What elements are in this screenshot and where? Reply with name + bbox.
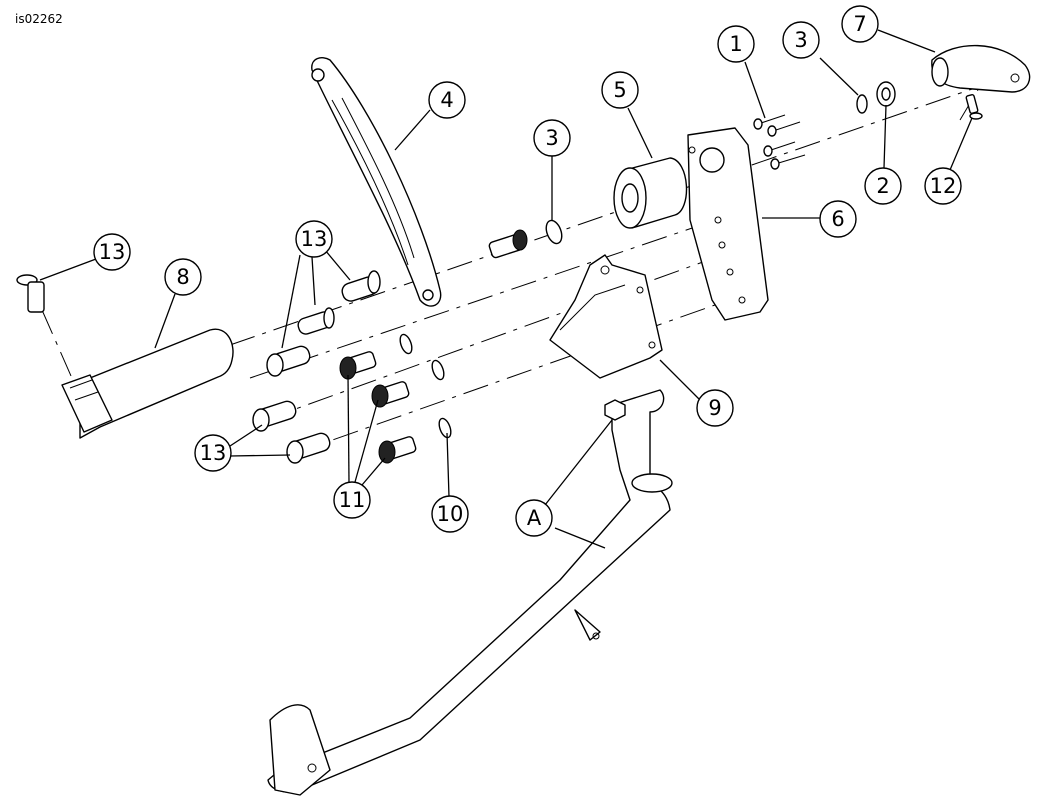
callout-12-label: 12 [930,174,957,198]
callout-a-label: A [527,506,542,530]
callout-5-label: 5 [613,78,626,102]
part-1-bolts [753,114,806,170]
callout-3-washer-shaft: 3 [533,119,571,157]
callout-13-upper: 13 [295,220,333,258]
part-8-tube [61,328,234,439]
callout-13-left: 13 [93,233,131,271]
callout-10-label: 10 [437,502,464,526]
callout-8: 8 [164,258,202,296]
spline-shaft [488,219,563,259]
part-9-bracket [549,254,663,379]
callout-4-label: 4 [440,88,453,112]
part-10-washers [399,333,452,439]
part-6-plate [687,127,769,321]
part-5-cylinder [613,157,688,229]
part-12-pin [965,94,983,120]
callout-12: 12 [924,167,962,205]
callout-6-label: 6 [831,207,844,231]
callout-5: 5 [601,71,639,109]
callout-7-label: 7 [853,12,866,36]
part-13-pin-left [16,274,45,313]
callout-10: 10 [431,495,469,533]
callout-2: 2 [864,167,902,205]
part-2-3-washers [856,81,896,114]
callout-13-label: 13 [301,227,328,251]
callout-1: 1 [717,25,755,63]
callout-4: 4 [428,81,466,119]
callout-9: 9 [696,389,734,427]
callout-13-label: 13 [99,240,126,264]
callout-11-label: 11 [339,488,366,512]
callout-a: A [515,499,553,537]
leader-lines [39,29,973,549]
callout-13-label: 13 [200,441,227,465]
callout-6: 6 [819,200,857,238]
callout-2-label: 2 [876,174,889,198]
callout-8-label: 8 [176,265,189,289]
callout-7: 7 [841,5,879,43]
figure-id-label: is02262 [15,12,63,26]
part-7-cap [931,44,1031,93]
callout-3-label: 3 [545,126,558,150]
part-a-foot-lever [267,389,673,796]
callout-3-label: 3 [794,28,807,52]
callouts: 1 2 3 3 4 5 6 7 [93,5,962,537]
part-4-lever-arm [311,57,442,307]
part-11-bushings [339,351,417,464]
part-13-pins [252,270,381,464]
callout-13-lower: 13 [194,434,232,472]
callout-1-label: 1 [729,32,742,56]
callout-11: 11 [333,481,371,519]
callout-9-label: 9 [708,396,721,420]
callout-3-washer-cap: 3 [782,21,820,59]
